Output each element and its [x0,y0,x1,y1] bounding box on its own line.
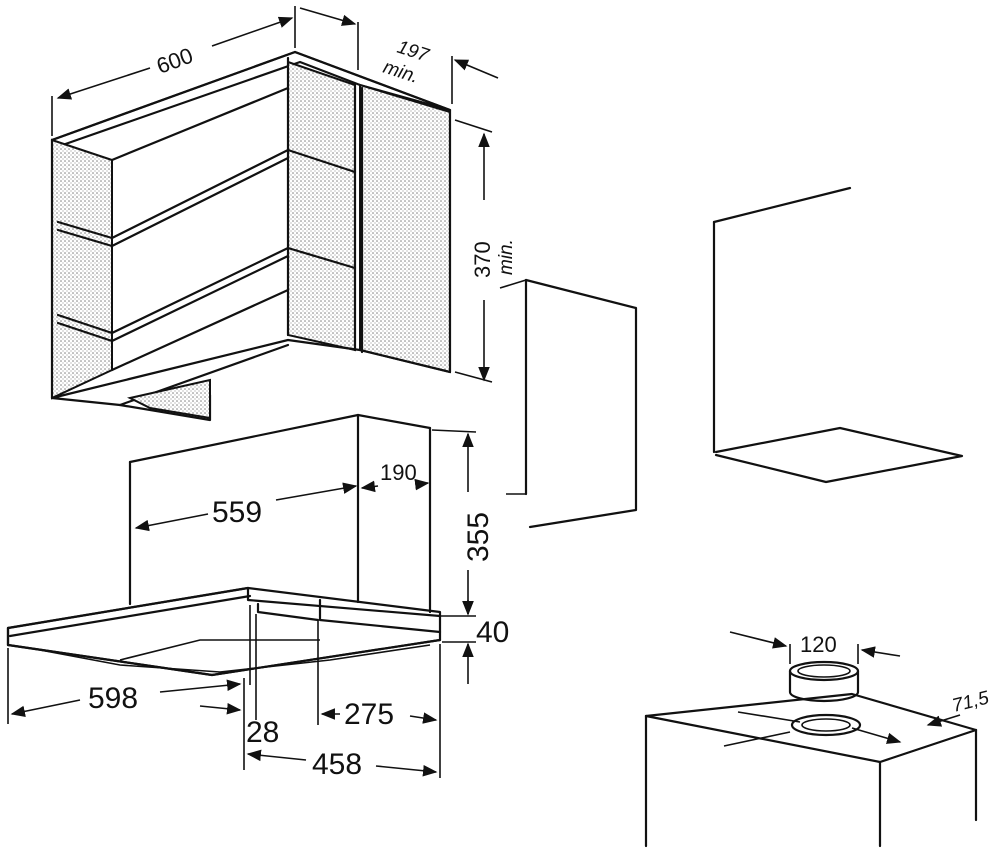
dim-chimney-depth: 190 [380,460,417,485]
dim-chimney-height: 355 [462,512,495,562]
dim-chimney-width: 559 [212,496,262,529]
dim-cabinet-height: 370 [470,241,495,278]
dim-cabinet-width: 600 [153,43,196,79]
dim-outlet-diameter: 120 [800,632,837,657]
dim-cabinet-height-note: min. [496,239,517,275]
cooker-hood [6,413,442,685]
dim-hood-height: 40 [476,616,509,649]
wall-cabinet [50,50,452,422]
dim-outlet-offset: 71,5 [950,687,991,716]
chimney-section [499,278,638,529]
dim-offset-28: 28 [246,716,279,749]
cabinet-dimensions: 600 197 min. 370 min. [51,6,517,383]
dim-hood-width: 598 [88,682,138,715]
dim-hood-depth: 458 [312,748,362,781]
dim-offset-275: 275 [344,698,394,731]
upper-chimney-section [712,186,964,484]
hood-dimensions: 559 190 355 40 598 28 275 458 [7,429,509,781]
outlet-detail: 120 71,5 [644,631,992,848]
